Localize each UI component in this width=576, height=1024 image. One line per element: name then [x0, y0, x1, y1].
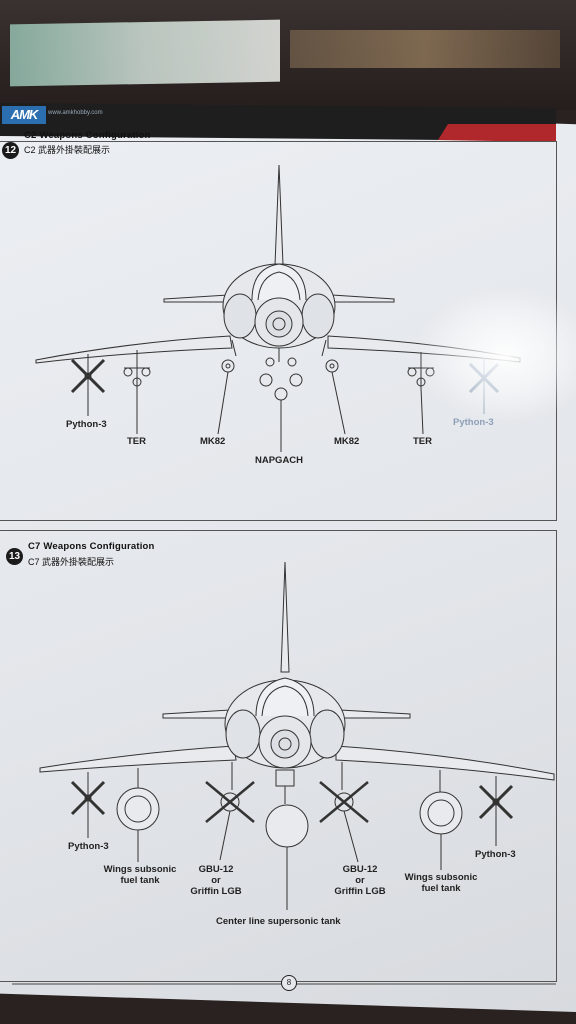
label-gbu-left-line1: GBU-12 — [198, 864, 234, 875]
label-mk82-left-c2: MK82 — [200, 436, 226, 447]
label-gbu-left-line3: Griffin LGB — [190, 886, 242, 897]
label-gbu-right-line2: or — [355, 875, 365, 886]
label-wing-tank-left-line2: fuel tank — [120, 875, 160, 886]
ter-left-c2 — [123, 350, 151, 388]
label-napgach-c2: NAPGACH — [255, 455, 304, 466]
gbu-12-left-c7 — [205, 762, 255, 823]
light-glare — [420, 290, 576, 420]
label-wing-tank-left-line1: Wings subsonic — [103, 864, 177, 875]
section-c7-panel — [0, 530, 557, 982]
step-number-13: 13 — [6, 548, 23, 565]
label-gbu-right-line1: GBU-12 — [342, 864, 378, 875]
background-book — [290, 30, 560, 68]
label-gbu-left-line2: or — [211, 875, 221, 886]
aircraft-c7-front-view — [39, 561, 555, 910]
section-c2-title: C2 Weapons Configuration — [24, 130, 151, 141]
section-c7-title: C7 Weapons Configuration — [28, 541, 155, 552]
label-wing-tank-right-line1: Wings subsonic — [404, 872, 478, 883]
instruction-page — [0, 105, 576, 1012]
label-ter-right-c2: TER — [413, 436, 432, 447]
gbu-12-right-c7 — [319, 762, 369, 823]
label-gbu-right-c7: GBU-12 or Griffin LGB — [328, 864, 392, 897]
label-python-3-right-c2: Python-3 — [453, 417, 494, 428]
label-gbu-right-line3: Griffin LGB — [334, 886, 386, 897]
python-3-left-c2 — [70, 354, 106, 394]
label-python-3-right-c7: Python-3 — [475, 849, 516, 860]
label-python-3-left-c7: Python-3 — [68, 841, 109, 852]
leader-lines-c7 — [87, 810, 497, 910]
page-number: 8 — [281, 975, 297, 991]
section-c2-title-cn: C2 武器外掛裝配展示 — [24, 145, 111, 155]
fuel-tank-left-c7 — [116, 768, 160, 831]
amk-logo: AMK — [2, 106, 46, 124]
label-wing-tank-right-line2: fuel tank — [421, 883, 461, 894]
section-c7-title-cn: C7 武器外掛裝配展示 — [28, 557, 115, 567]
python-3-left-c7 — [70, 772, 106, 816]
label-ter-left-c2: TER — [127, 436, 146, 447]
label-mk82-right-c2: MK82 — [334, 436, 360, 447]
label-gbu-left-c7: GBU-12 or Griffin LGB — [184, 864, 248, 897]
website-url: www.amkhobby.com — [48, 110, 103, 116]
label-wing-tank-right-c7: Wings subsonic fuel tank — [396, 872, 486, 894]
step-number-12: 12 — [2, 142, 19, 159]
label-center-tank-c7: Center line supersonic tank — [216, 916, 341, 927]
header-dark-bar — [0, 103, 556, 140]
header-red-bar — [438, 124, 556, 142]
label-wing-tank-left-c7: Wings subsonic fuel tank — [98, 864, 182, 886]
label-python-3-left-c2: Python-3 — [66, 419, 107, 430]
python-3-right-c7 — [478, 776, 514, 820]
